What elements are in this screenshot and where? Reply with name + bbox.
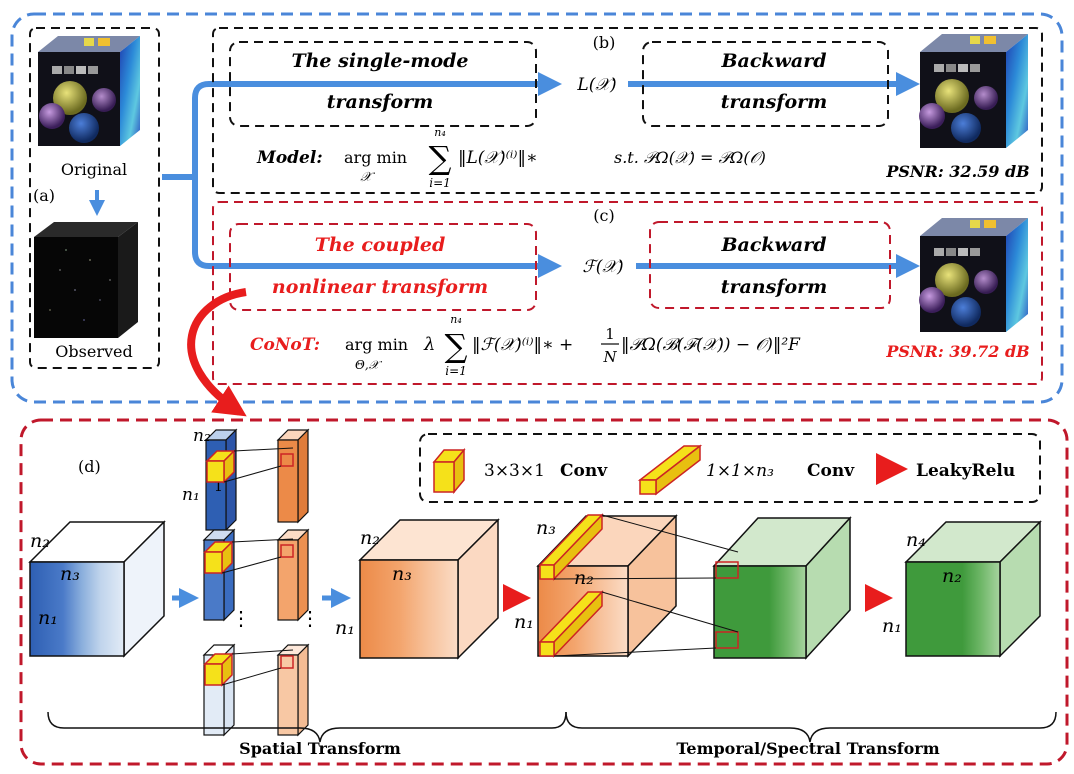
blue-slice-vdots: ⋮ [231,606,251,630]
legend-conv3-word: Conv [560,461,608,481]
panel-b-backward-line2: transform [721,91,828,113]
output-dim-n4: n₄ [906,529,926,551]
panel-a-label: (a) [33,186,55,205]
spectral-dim-n3: n₃ [536,517,556,539]
conot-argmin: arg min [345,335,408,354]
split-arrows [162,72,562,278]
conv3-connector-lines [221,447,294,686]
coupled-transform-box [229,223,537,311]
legend-leaky: LeakyRelu [916,461,1015,481]
coupled-transform-line2: nonlinear transform [272,276,488,298]
result-cube-c [919,218,1028,332]
slice-dim-n2: n₂ [193,426,211,446]
spatial-dim-n2: n₂ [360,527,380,549]
panel-c-backward-box [649,221,891,309]
model-sum-top: n₄ [434,126,446,139]
conot-frac-den: N [602,348,617,366]
observed-label: Observed [55,342,132,361]
output-dim-n1: n₁ [882,615,902,637]
input-dim-n3: n₃ [60,563,80,585]
conv3-kernel-2 [203,540,234,575]
conot-term: ‖ℱ(𝒳)⁽ⁱ⁾‖∗ + [472,335,573,355]
spatial-transform-label: Spatial Transform [239,739,401,758]
conot-lambda: λ [423,334,435,355]
panel-b-backward-box [642,41,889,127]
model-sum-sign: ∑ [429,139,452,177]
output-dim-n2: n₂ [942,565,962,587]
input-dim-n2: n₂ [30,530,50,552]
input-cube [28,520,166,658]
legend-conv1-icon [637,444,703,496]
spectral-mid-cube [712,516,852,660]
spectral-dim-n1: n₁ [514,611,534,633]
conot-argmin-sub: Θ,𝒳 [355,358,383,372]
original-label: Original [61,160,127,179]
psnr-b: PSNR: 32.59 dB [885,162,1029,181]
temporal-transform-label: Temporal/Spectral Transform [676,739,939,758]
coupled-transform-line1: The coupled [315,234,446,256]
conv1-connector-lines [553,514,739,657]
legend-box [419,433,1041,503]
panel-c-backward-line1: Backward [720,234,826,256]
panel-c-box [212,201,1043,385]
panel-d-label: (d) [78,457,101,476]
temporal-brace [565,711,1057,743]
spatial-output-cube [358,518,500,660]
input-dim-n1: n₁ [38,607,58,629]
spatial-brace [47,711,567,743]
legend-conv1-size: 1×1×n₃ [706,461,774,481]
panel-a-box [29,27,160,369]
panel-c-backward-line2: transform [721,276,828,298]
model-sum-bottom: i=1 [429,176,451,190]
curved-red-arrow [187,288,247,417]
conv3-kernel-3 [203,652,234,687]
conot-sum-top: n₄ [450,313,462,326]
panel-c-label: (c) [593,206,614,225]
conot-label: CoNoT: [250,335,320,355]
single-mode-output: L(𝒳) [576,75,616,95]
orange-slice-bottom [276,643,310,737]
model-label: Model: [256,148,323,168]
conot-term2: ‖𝒫Ω(ℬ(ℱ(𝒳)) − 𝒪)‖²F [621,335,801,355]
original-image-cube [38,36,140,146]
model-argmin-sub: 𝒳 [360,170,375,185]
slice-dim-n1: n₁ [182,485,200,505]
coupled-output: ℱ(𝒳) [582,257,623,277]
spatial-dim-n1: n₁ [335,617,355,639]
conv1-kernel-bottom [538,590,604,658]
conot-sum-bottom: i=1 [445,364,467,378]
panel-b-box [212,27,1043,194]
legend-conv1-word: Conv [807,461,855,481]
model-constraint: s.t. 𝒫Ω(𝒳) = 𝒫Ω(𝒪) [614,148,766,167]
conv1-kernel-top [538,513,604,581]
panel-b-label: (b) [593,33,616,52]
spectral-dim-n2: n₂ [574,567,594,589]
conot-sum-sign: ∑ [445,327,468,365]
psnr-c: PSNR: 39.72 dB [885,342,1029,361]
legend-conv3-size: 3×3×1 [484,461,545,481]
conv3-output-pixels [280,453,294,669]
conv1-output-pixels [715,561,739,649]
orange-slice-vdots: ⋮ [300,606,320,630]
orange-slice-mid [276,528,310,622]
single-mode-transform-line1: The single-mode [291,50,468,72]
conot-frac-num: 1 [605,325,615,343]
legend-conv3-icon [432,447,466,495]
panel-d-frame [19,418,1069,766]
single-mode-transform-box [229,41,537,127]
top-frame [10,12,1064,404]
spatial-dim-n3: n₃ [392,563,412,585]
observed-image-cube [34,222,138,338]
single-mode-transform-line2: transform [327,91,434,113]
orange-slice-top [276,428,310,524]
model-argmin: arg min [344,148,407,167]
spectral-output-cube [904,520,1042,658]
result-cube-b [919,34,1028,148]
panel-b-backward-line1: Backward [720,50,826,72]
slice-dim-one: 1 [214,479,223,495]
model-term: ‖L(𝒳)⁽ⁱ⁾‖∗ [458,148,538,168]
conv3-kernel-1 [205,449,236,484]
